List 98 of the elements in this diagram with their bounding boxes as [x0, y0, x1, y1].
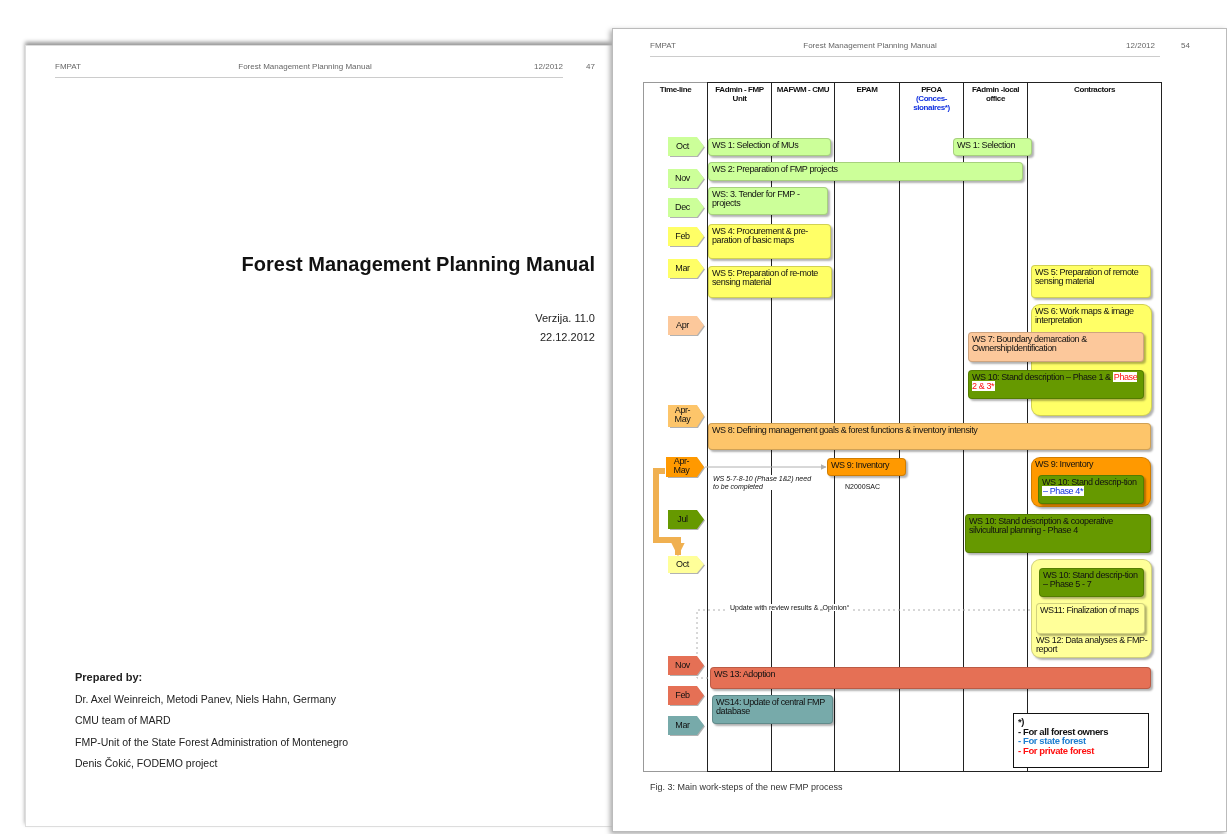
month-tag: [668, 405, 704, 427]
page-text: 54: [1180, 41, 1190, 50]
lane-heading: FAdmin -local office: [970, 86, 1021, 104]
lane-heading: EPAM: [855, 86, 879, 95]
month-label: Feb: [674, 688, 691, 700]
page-text: FMPAT: [55, 62, 82, 71]
step-box: [708, 224, 831, 259]
month-tag: [668, 137, 704, 156]
step-label: WS 12: Data analyses & FMP-report: [1036, 636, 1149, 654]
step-box: [1036, 603, 1145, 634]
month-label: Mar: [674, 718, 691, 730]
page-text: Forest Management Planning Manual: [802, 41, 938, 50]
lane-heading: PFOA: [920, 86, 943, 95]
figure-caption: Fig. 3: Main work-steps of the new FMP process: [650, 782, 844, 792]
step-label: WS14: Update of central FMP database: [716, 698, 826, 716]
step-box: [1039, 568, 1144, 597]
step-box: [968, 332, 1144, 362]
step-label: WS 5: Preparation of remote sensing material: [1035, 268, 1140, 286]
step-label: WS 5: Preparation of re-mote sensing material: [712, 269, 819, 287]
month-label: Apr: [675, 318, 690, 330]
month-label: Apr-May: [672, 457, 691, 475]
page-text: CMU team of MARD: [75, 714, 172, 726]
legend-text: - For private forest: [1018, 745, 1096, 755]
month-label: Nov: [674, 171, 691, 183]
month-tag: [668, 316, 704, 335]
month-tag: [668, 510, 704, 529]
step-label: WS 10: Stand descrip-tion – Phase 5 - 7: [1043, 571, 1139, 589]
step-label: WS 10: Stand description – Phase 1 &: [972, 372, 1112, 382]
month-tag: [666, 457, 704, 477]
page-text: Verzija. 11.0: [534, 312, 595, 324]
month-label: Apr-May: [673, 405, 692, 424]
month-tag: [668, 716, 704, 735]
document-title: Forest Management Planning Manual: [240, 253, 595, 276]
step-label: WS11: Finalization of maps: [1040, 606, 1140, 615]
lane-heading: Contractors: [1073, 86, 1116, 95]
page-text: Prepared by:: [75, 671, 144, 683]
month-tag: [668, 259, 704, 278]
arrow: [704, 464, 827, 470]
page-text: 12/2012: [1125, 41, 1155, 50]
lane-heading: MAFWM - CMU: [775, 86, 831, 95]
month-tag: [668, 227, 704, 246]
step-box: [712, 695, 833, 724]
step-label: WS 6: Work maps & image interpretation: [1035, 307, 1135, 325]
month-tag: [668, 686, 704, 705]
step-label: WS 9: Inventory: [831, 461, 891, 470]
step-box: [710, 667, 1151, 689]
month-tag: [668, 556, 704, 573]
page-text: Forest Management Planning Manual: [237, 62, 373, 71]
legend-text: - For all forest owners: [1018, 726, 1110, 736]
month-label: Dec: [674, 200, 691, 212]
step-label: WS 10: Stand descrip-tion: [1042, 477, 1137, 487]
step-box: [965, 514, 1151, 553]
month-tag: [668, 198, 704, 217]
step-group-box: [1031, 559, 1152, 658]
legend-text: - For state forest: [1018, 736, 1087, 746]
lane-heading: FAdmin - FMP Unit: [714, 86, 765, 104]
month-label: Oct: [675, 557, 690, 569]
step-box: [708, 187, 828, 215]
step-box: [1038, 475, 1144, 504]
month-tag: [668, 656, 704, 675]
step-label: WS 13: Adoption: [714, 670, 777, 679]
step-box: [968, 370, 1144, 399]
month-label: Oct: [675, 139, 690, 151]
month-label: Nov: [674, 658, 691, 670]
step-label: WS: 3. Tender for FMP -projects: [712, 190, 801, 208]
step-box: [708, 266, 832, 298]
step-box: [708, 423, 1151, 450]
lane-heading: Time-line: [658, 86, 693, 95]
step-box: [953, 138, 1032, 156]
month-tag: [668, 169, 704, 188]
page-text: FMPAT: [650, 41, 677, 50]
step-label: WS 8: Defining management goals & forest functions & inventory intensity: [712, 426, 979, 435]
page-text: FMP-Unit of the State Forest Administration of Montenegro: [75, 736, 350, 748]
step-label: WS 7: Boundary demarcation & OwnershipIdentification: [972, 335, 1088, 353]
page-text: 47: [585, 62, 595, 71]
step-label: WS 10: Stand description & cooperative silvicultural planning - Phase 4: [969, 517, 1114, 535]
page-text: Denis Čokić, FODEMO project: [75, 757, 219, 769]
legend-box: [1013, 713, 1149, 768]
step-box: [708, 162, 1023, 181]
step-label: WS 9: Inventory: [1035, 460, 1095, 469]
step-label: WS 1: Selection of MUs: [712, 141, 800, 150]
step-box: [708, 138, 831, 156]
step-label: WS 4: Procurement & pre-paration of basic maps: [712, 227, 809, 245]
page-text: 22.12.2012: [538, 331, 595, 343]
legend-text: *): [1018, 717, 1025, 727]
month-label: Mar: [674, 261, 691, 273]
page-text: Dr. Axel Weinreich, Metodi Panev, Niels Hahn, Germany: [75, 693, 338, 705]
month-label: Feb: [674, 229, 691, 241]
step-box: [1031, 265, 1151, 298]
step-group-box: [1031, 457, 1151, 507]
month-label: Jul: [676, 512, 689, 524]
arrow: [653, 468, 685, 557]
lane-heading: (Conces-sionaires*): [912, 94, 951, 113]
step-label: WS 2: Preparation of FMP projects: [712, 165, 839, 174]
page-text: 12/2012: [533, 62, 563, 71]
step-box: [827, 458, 906, 476]
step-label: WS 1: Selection: [957, 141, 1017, 150]
step-label: – Phase 4*: [1042, 486, 1085, 496]
